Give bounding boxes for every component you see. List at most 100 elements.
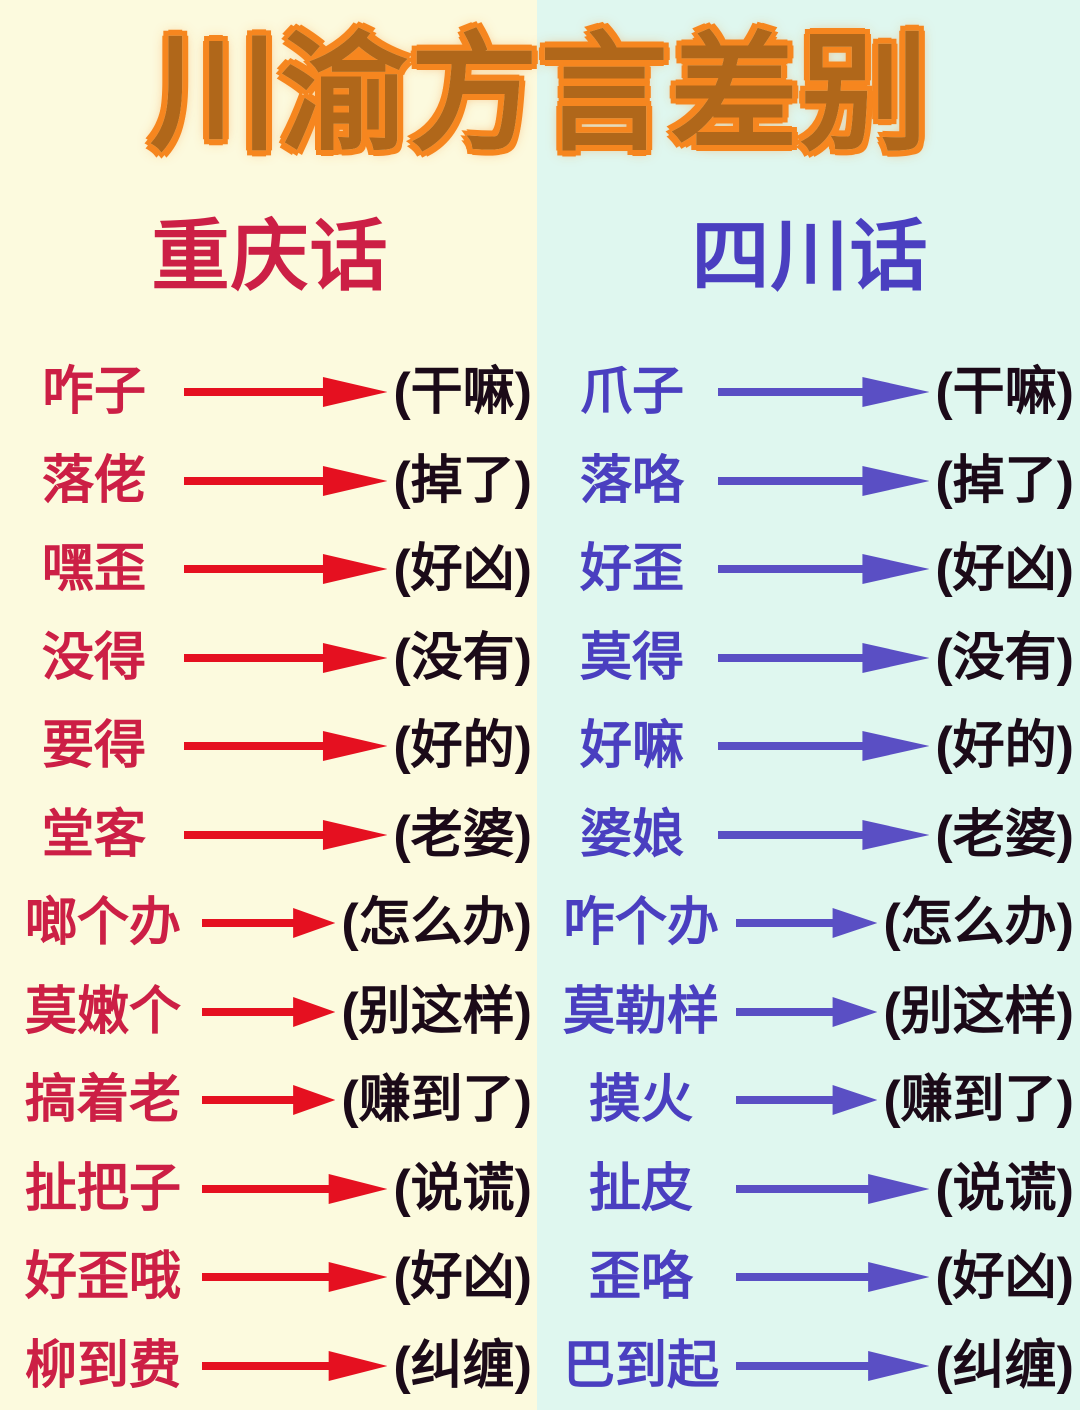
table-row: 没得 (没有) 莫得 (没有): [0, 614, 1080, 703]
row-cell-sichuan: 婆娘 (老婆): [540, 791, 1080, 880]
row-cell-chongqing: 没得 (没有): [0, 614, 540, 703]
dialect-meaning-sichuan: (掉了): [935, 451, 1074, 510]
dialect-meaning-chongqing: (老婆): [393, 805, 532, 864]
dialect-meaning-sichuan: (赚到了): [883, 1071, 1074, 1130]
row-cell-chongqing: 莫嫩个 (别这样): [0, 968, 540, 1057]
dialect-meaning-chongqing: (干嘛): [393, 363, 532, 422]
row-cell-sichuan: 摸火 (赚到了): [540, 1056, 1080, 1145]
row-cell-chongqing: 搞着老 (赚到了): [0, 1056, 540, 1145]
row-cell-sichuan: 扯皮 (说谎): [540, 1145, 1080, 1234]
dialect-term-sichuan: 落咯: [579, 451, 684, 510]
arrow-right-icon: [730, 992, 883, 1032]
dialect-term-sichuan: 婆娘: [579, 805, 684, 864]
dialect-term-sichuan: 好嘛: [579, 717, 684, 776]
dialect-term-sichuan: 巴到起: [562, 1336, 719, 1395]
arrow-right-icon: [178, 638, 393, 678]
dialect-meaning-chongqing: (怎么办): [341, 894, 532, 953]
arrow-right-icon: [178, 461, 393, 501]
row-cell-sichuan: 好嘛 (好的): [540, 702, 1080, 791]
arrow-right-icon: [178, 549, 393, 589]
arrow-right-icon: [730, 903, 883, 943]
arrow-right-icon: [730, 1169, 935, 1209]
dialect-term-sichuan: 莫得: [579, 628, 684, 687]
dialect-meaning-chongqing: (没有): [393, 628, 532, 687]
dialect-term-sichuan: 摸火: [588, 1071, 693, 1130]
row-cell-sichuan: 好歪 (好凶): [540, 525, 1080, 614]
right-panel-background: [537, 0, 1080, 1410]
table-row: 嘿歪 (好凶) 好歪 (好凶): [0, 525, 1080, 614]
dialect-term-chongqing: 要得: [41, 717, 146, 776]
table-row: 好歪哦 (好凶) 歪咯 (好凶): [0, 1233, 1080, 1322]
arrow-right-icon: [196, 992, 341, 1032]
arrow-right-icon: [712, 549, 935, 589]
dialect-term-chongqing: 柳到费: [24, 1336, 181, 1395]
dialect-meaning-chongqing: (掉了): [393, 451, 532, 510]
dialect-term-sichuan: 莫勒样: [562, 982, 719, 1041]
table-row: 柳到费 (纠缠) 巴到起 (纠缠): [0, 1322, 1080, 1410]
dialect-meaning-sichuan: (好凶): [935, 1248, 1074, 1307]
arrow-right-icon: [196, 1080, 341, 1120]
row-cell-chongqing: 堂客 (老婆): [0, 791, 540, 880]
row-cell-chongqing: 要得 (好的): [0, 702, 540, 791]
arrow-right-icon: [730, 1346, 935, 1386]
dialect-meaning-sichuan: (老婆): [935, 805, 1074, 864]
dialect-term-chongqing: 好歪哦: [24, 1248, 181, 1307]
arrow-right-icon: [712, 461, 935, 501]
row-cell-chongqing: 嘿歪 (好凶): [0, 525, 540, 614]
row-cell-sichuan: 落咯 (掉了): [540, 437, 1080, 526]
dialect-term-chongqing: 落佬: [41, 451, 146, 510]
row-cell-chongqing: 啷个办 (怎么办): [0, 879, 540, 968]
dialect-term-chongqing: 搞着老: [24, 1071, 181, 1130]
table-row: 扯把子 (说谎) 扯皮 (说谎): [0, 1145, 1080, 1234]
dialect-term-sichuan: 好歪: [579, 540, 684, 599]
dialect-meaning-sichuan: (别这样): [883, 982, 1074, 1041]
table-row: 搞着老 (赚到了) 摸火 (赚到了): [0, 1056, 1080, 1145]
arrow-right-icon: [196, 1169, 393, 1209]
arrow-right-icon: [178, 815, 393, 855]
row-cell-chongqing: 扯把子 (说谎): [0, 1145, 540, 1234]
dialect-term-sichuan: 爪子: [579, 363, 684, 422]
row-cell-chongqing: 柳到费 (纠缠): [0, 1322, 540, 1410]
row-cell-sichuan: 巴到起 (纠缠): [540, 1322, 1080, 1410]
dialect-meaning-chongqing: (说谎): [393, 1159, 532, 1218]
arrow-right-icon: [712, 815, 935, 855]
dialect-meaning-chongqing: (赚到了): [341, 1071, 532, 1130]
dialect-term-chongqing: 咋子: [41, 363, 146, 422]
arrow-right-icon: [730, 1080, 883, 1120]
arrow-right-icon: [712, 638, 935, 678]
row-cell-chongqing: 咋子 (干嘛): [0, 348, 540, 437]
table-row: 落佬 (掉了) 落咯 (掉了): [0, 437, 1080, 526]
table-row: 堂客 (老婆) 婆娘 (老婆): [0, 791, 1080, 880]
dialect-meaning-sichuan: (怎么办): [883, 894, 1074, 953]
dialect-term-chongqing: 啷个办: [24, 894, 181, 953]
dialect-meaning-sichuan: (干嘛): [935, 363, 1074, 422]
dialect-meaning-sichuan: (纠缠): [935, 1336, 1074, 1395]
dialect-term-chongqing: 没得: [41, 628, 146, 687]
row-cell-sichuan: 咋个办 (怎么办): [540, 879, 1080, 968]
row-cell-sichuan: 莫勒样 (别这样): [540, 968, 1080, 1057]
dialect-meaning-sichuan: (好凶): [935, 540, 1074, 599]
table-row: 啷个办 (怎么办) 咋个办 (怎么办): [0, 879, 1080, 968]
arrow-right-icon: [178, 372, 393, 412]
column-header-sichuan: 四川话: [540, 196, 1080, 316]
column-headers: 重庆话 四川话: [0, 196, 1080, 316]
column-header-chongqing: 重庆话: [0, 196, 540, 316]
row-cell-chongqing: 落佬 (掉了): [0, 437, 540, 526]
column-header-sichuan-label: 四川话: [691, 212, 929, 300]
dialect-term-chongqing: 嘿歪: [41, 540, 146, 599]
dialect-meaning-chongqing: (纠缠): [393, 1336, 532, 1395]
row-cell-chongqing: 好歪哦 (好凶): [0, 1233, 540, 1322]
dialect-term-sichuan: 扯皮: [588, 1159, 693, 1218]
table-row: 咋子 (干嘛) 爪子 (干嘛): [0, 348, 1080, 437]
row-cell-sichuan: 爪子 (干嘛): [540, 348, 1080, 437]
dialect-meaning-chongqing: (好凶): [393, 1248, 532, 1307]
dialect-term-chongqing: 莫嫩个: [24, 982, 181, 1041]
row-cell-sichuan: 歪咯 (好凶): [540, 1233, 1080, 1322]
table-row: 要得 (好的) 好嘛 (好的): [0, 702, 1080, 791]
arrow-right-icon: [178, 726, 393, 766]
column-header-chongqing-label: 重庆话: [151, 212, 389, 300]
dialect-meaning-sichuan: (没有): [935, 628, 1074, 687]
dialect-term-sichuan: 咋个办: [562, 894, 719, 953]
dialect-meaning-sichuan: (说谎): [935, 1159, 1074, 1218]
